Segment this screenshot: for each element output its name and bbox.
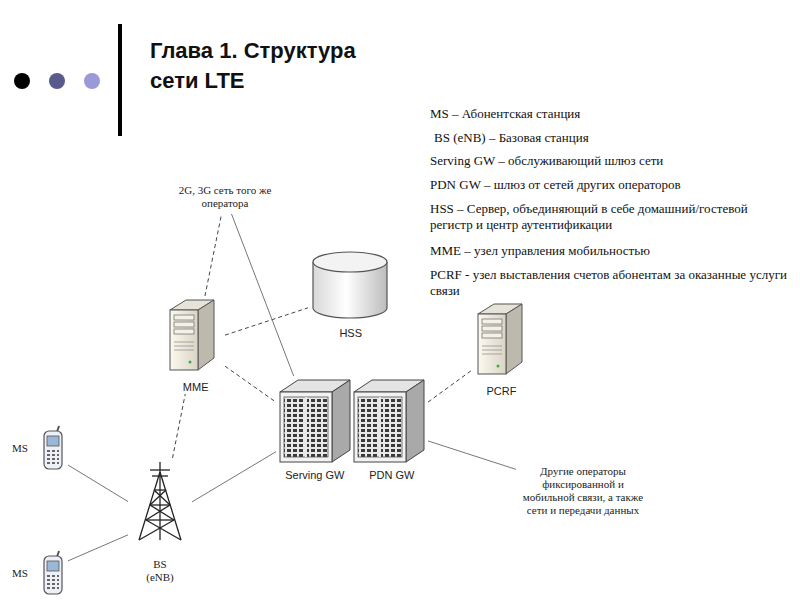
tower-icon bbox=[139, 462, 181, 540]
network-node: PDN GW bbox=[354, 376, 428, 482]
network-node: HSS bbox=[308, 248, 392, 340]
dashed-link bbox=[428, 370, 472, 402]
network-node: Serving GW bbox=[276, 376, 352, 482]
node-label: PCRF bbox=[486, 385, 517, 398]
network-node: BS (eNB) bbox=[128, 458, 192, 584]
bullet-dot bbox=[49, 73, 65, 89]
database-icon bbox=[313, 252, 387, 318]
definition-text: Serving GW – обслуживающий шлюз сети bbox=[430, 153, 790, 169]
definition-text: PDN GW – шлюз от сетей других операторов bbox=[430, 177, 790, 193]
network-node: 2G, 3G сеть того же оператора bbox=[162, 180, 288, 214]
definition-text: BS (eNB) – Базовая станция bbox=[434, 130, 794, 146]
node-label: MS bbox=[12, 442, 29, 455]
node-label: Другие операторы фиксированной и мобильн… bbox=[518, 465, 648, 517]
link-line bbox=[68, 465, 128, 502]
gateway-icon bbox=[354, 380, 424, 462]
dashed-link bbox=[173, 394, 186, 458]
node-label: MME bbox=[182, 381, 209, 394]
network-node: MS bbox=[12, 424, 68, 472]
slide-title: Глава 1. Структура сети LTE bbox=[150, 36, 390, 96]
link-line bbox=[232, 214, 294, 376]
title-bar bbox=[118, 24, 122, 136]
server-icon bbox=[478, 304, 522, 374]
node-label: BS (eNB) bbox=[141, 558, 179, 584]
network-node: PCRF bbox=[472, 300, 530, 398]
network-node: Другие операторы фиксированной и мобильн… bbox=[516, 462, 650, 520]
definition-text: MME – узел управления мобильностью bbox=[430, 243, 790, 259]
dashed-link bbox=[225, 308, 308, 335]
gateway-icon bbox=[280, 380, 350, 462]
phone-icon bbox=[44, 426, 62, 469]
dashed-link bbox=[225, 366, 276, 402]
phone-icon bbox=[44, 551, 62, 594]
dashed-link bbox=[205, 214, 222, 296]
network-node: MS bbox=[12, 549, 68, 597]
link-line bbox=[428, 441, 516, 469]
definition-text: PCRF - узел выставления счетов абонентам… bbox=[430, 267, 790, 299]
node-label: HSS bbox=[339, 327, 363, 340]
node-label: PDN GW bbox=[368, 469, 415, 482]
server-icon bbox=[170, 300, 214, 370]
node-label: MS bbox=[12, 567, 29, 580]
node-label: Serving GW bbox=[284, 469, 345, 482]
definition-text: MS – Абонентская станция bbox=[430, 106, 790, 122]
link-line bbox=[68, 535, 128, 561]
bullet-dot bbox=[84, 73, 100, 89]
node-label: 2G, 3G сеть того же оператора bbox=[169, 184, 281, 210]
definition-text: HSS – Сервер, объединяющий в себе домашн… bbox=[430, 201, 790, 233]
link-line bbox=[192, 452, 276, 502]
bullet-dot bbox=[14, 73, 30, 89]
network-node: MME bbox=[165, 296, 225, 394]
